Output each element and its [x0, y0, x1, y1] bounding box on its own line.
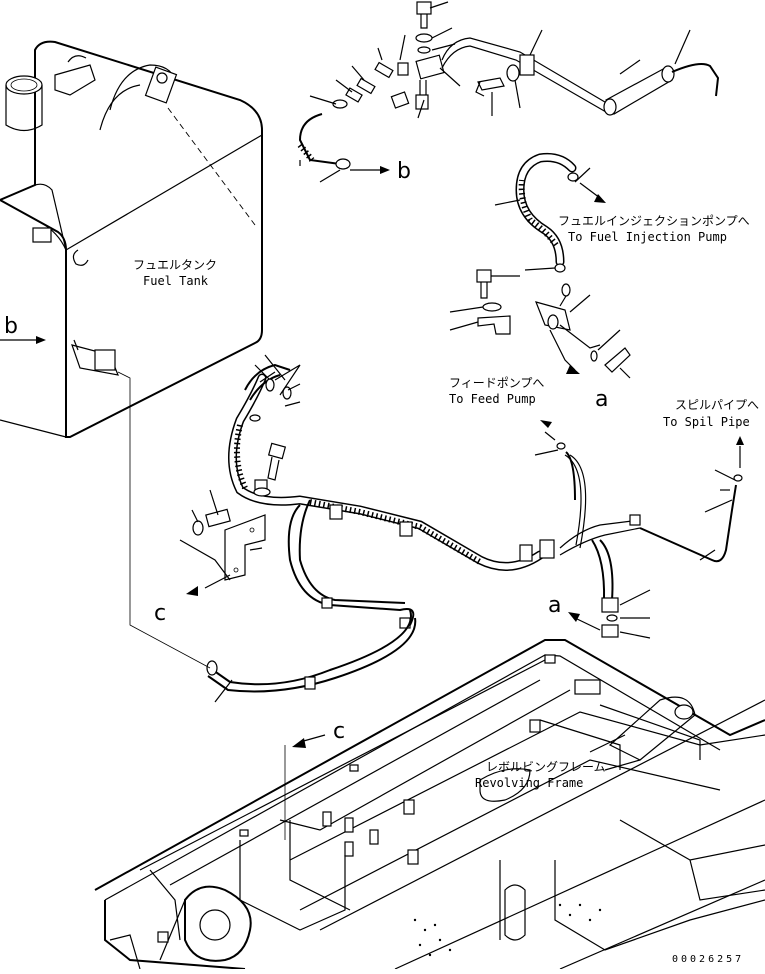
revolving-frame: [94, 639, 765, 970]
marker-c-lower: c: [333, 719, 345, 744]
marker-c-left: c: [154, 601, 166, 626]
fuel-tank-label-en: Fuel Tank: [143, 274, 209, 288]
fuel-tank-label-jp: フュエルタンク: [133, 258, 217, 272]
injection-label-en: To Fuel Injection Pump: [568, 230, 727, 244]
injection-hose: [494, 153, 606, 273]
frame-label-en: Revolving Frame: [475, 776, 583, 790]
center-bracket-group: [449, 269, 631, 379]
left-bracket: [179, 442, 287, 596]
feed-label-jp: フィードポンプへ: [449, 376, 544, 390]
filler-cap: [5, 75, 43, 132]
top-bolt-assembly: [297, 1, 720, 183]
spill-pipe: [639, 484, 737, 563]
marker-b-top: b: [397, 159, 411, 184]
spill-label-en: To Spil Pipe: [663, 415, 750, 429]
drain-valve: [71, 339, 119, 376]
injection-label-jp: フュエルインジェクションポンプへ: [558, 214, 750, 228]
marker-a-lower: a: [548, 593, 561, 618]
feed-label-en: To Feed Pump: [449, 392, 536, 406]
reference-number: 00026257: [672, 954, 744, 965]
spill-label-jp: スピルパイプへ: [675, 398, 759, 412]
marker-b-left: b: [4, 314, 18, 339]
fuel-tank: [0, 40, 263, 438]
marker-a-center: a: [595, 387, 608, 412]
main-hose-routing: [117, 354, 651, 703]
frame-label-jp: レボルビングフレーム: [486, 760, 606, 774]
